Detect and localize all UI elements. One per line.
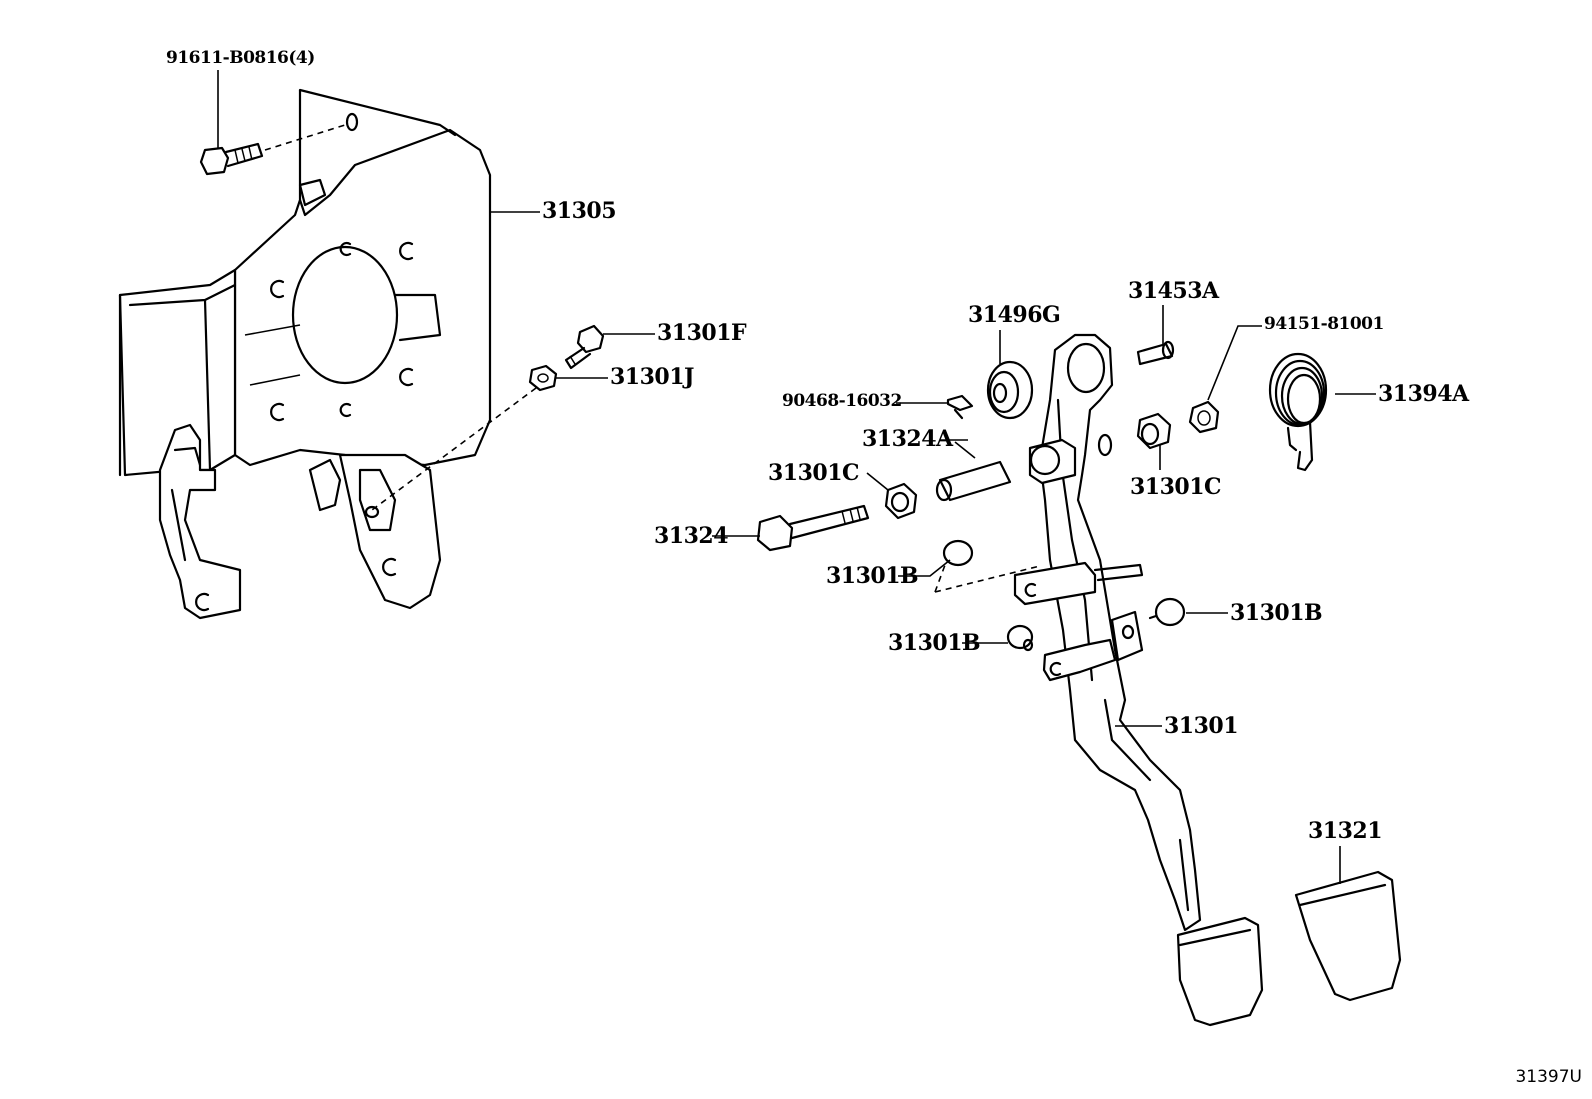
bushing-31301C-right-icon (1136, 412, 1172, 450)
label-31301B-b: 31301B (1230, 600, 1323, 626)
label-31496G: 31496G (968, 302, 1061, 328)
nut-31301J-icon (528, 364, 558, 392)
label-31453A: 31453A (1128, 278, 1219, 304)
label-31301: 31301 (1164, 713, 1239, 739)
bolt-91611-icon (199, 142, 264, 176)
label-31324: 31324 (654, 523, 729, 549)
clutch-pedal-31301 (1013, 333, 1264, 1027)
bolt-31324-icon (756, 504, 870, 552)
pedal-bracket-31305 (118, 88, 492, 620)
label-91611-bolt: 91611-B0816(4) (166, 48, 315, 68)
spring-31394A-icon (1268, 352, 1328, 472)
bushing-31496G-icon (986, 360, 1034, 420)
label-31301J: 31301J (610, 364, 694, 390)
pin-31453A-icon (1136, 340, 1175, 366)
label-90468: 90468-16032 (782, 391, 902, 411)
label-31301B-a: 31301B (826, 563, 919, 589)
stopper-31301B-c-icon (1006, 624, 1034, 652)
bushing-31301C-left-icon (884, 482, 918, 520)
label-31324A: 31324A (862, 426, 953, 452)
figure-reference-code: 31397U (1515, 1067, 1582, 1087)
label-31305: 31305 (542, 198, 617, 224)
label-31301C-right: 31301C (1130, 474, 1222, 500)
nut-94151-icon (1188, 400, 1220, 434)
pedal-pad-31321 (1294, 870, 1402, 1002)
label-31321: 31321 (1308, 818, 1383, 844)
label-31394A: 31394A (1378, 381, 1469, 407)
stopper-31301B-b-icon (1148, 597, 1186, 627)
stopper-31301B-a-icon (942, 539, 974, 567)
label-31301C-left: 31301C (768, 460, 860, 486)
bolt-31301F-icon (564, 324, 605, 370)
label-31301F: 31301F (657, 320, 747, 346)
clip-90468-icon (946, 394, 974, 420)
sleeve-31324A-icon (935, 460, 1012, 502)
label-31301B-c: 31301B (888, 630, 981, 656)
label-94151: 94151-81001 (1264, 314, 1384, 334)
